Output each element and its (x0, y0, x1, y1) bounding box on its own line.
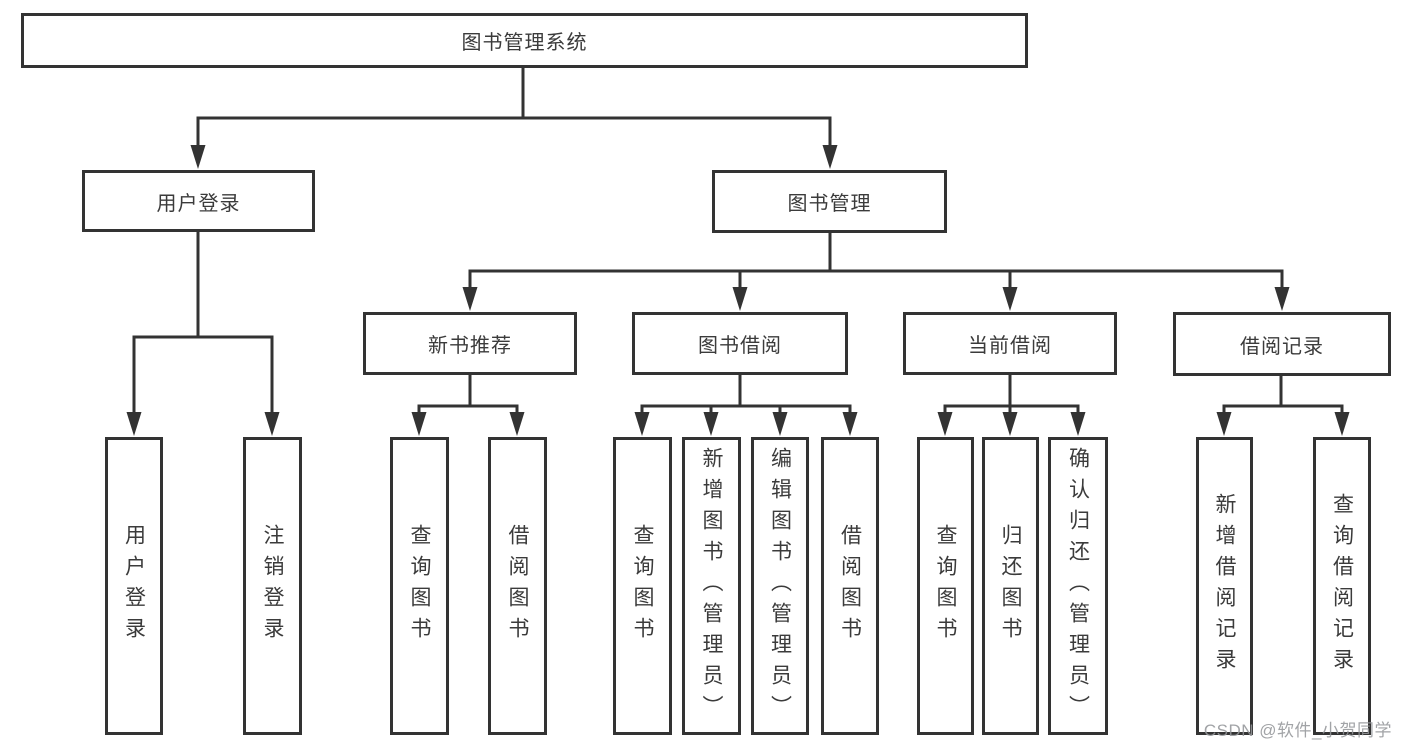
leaf-borrowing-edit-books-admin: 编辑图书（管理员） (751, 437, 809, 735)
leaf-logout-label: 注销登录 (261, 524, 284, 648)
leaf-borrowing-borrow-books: 借阅图书 (821, 437, 879, 735)
leaf-newbook-borrow-books-label: 借阅图书 (506, 524, 529, 648)
node-user-login: 用户登录 (82, 170, 315, 232)
node-root: 图书管理系统 (21, 13, 1028, 68)
leaf-current-confirm-return-admin: 确认归还（管理员） (1048, 437, 1108, 735)
node-borrowing-records-label: 借阅记录 (1240, 335, 1324, 358)
leaf-newbook-query-books: 查询图书 (390, 437, 449, 735)
leaf-current-return-books-label: 归还图书 (999, 524, 1022, 648)
csdn-watermark: CSDN @软件_小贺同学 (1203, 721, 1392, 740)
connector-lines (132, 66, 1344, 418)
leaf-current-query-books-label: 查询图书 (934, 524, 957, 648)
leaf-current-confirm-return-admin-label: 确认归还（管理员） (1066, 446, 1090, 726)
leaf-logout: 注销登录 (243, 437, 302, 735)
arrowhead-icons (126, 145, 1350, 436)
node-user-login-label: 用户登录 (156, 192, 241, 215)
leaf-borrowing-edit-books-admin-label: 编辑图书（管理员） (768, 446, 792, 726)
leaf-borrowing-query-books: 查询图书 (613, 437, 672, 735)
leaf-newbook-query-books-label: 查询图书 (408, 524, 431, 648)
leaf-current-return-books: 归还图书 (982, 437, 1039, 735)
leaf-borrowing-query-books-label: 查询图书 (631, 524, 654, 648)
node-book-management-label: 图书管理 (787, 193, 872, 215)
leaf-user-login: 用户登录 (105, 437, 163, 735)
node-book-borrowing-label: 图书借阅 (698, 335, 782, 357)
node-current-borrowing: 当前借阅 (903, 312, 1117, 375)
leaf-records-query-borrow-record-label: 查询借阅记录 (1330, 493, 1354, 679)
node-book-borrowing: 图书借阅 (632, 312, 848, 375)
leaf-newbook-borrow-books: 借阅图书 (488, 437, 547, 735)
leaf-records-add-borrow-record: 新增借阅记录 (1196, 437, 1253, 735)
leaf-current-query-books: 查询图书 (917, 437, 974, 735)
node-current-borrowing-label: 当前借阅 (968, 335, 1052, 357)
leaf-records-add-borrow-record-label: 新增借阅记录 (1213, 493, 1236, 679)
node-new-book-recommend: 新书推荐 (363, 312, 577, 375)
node-book-management: 图书管理 (712, 170, 947, 233)
node-root-label: 图书管理系统 (461, 32, 588, 54)
node-borrowing-records: 借阅记录 (1173, 312, 1391, 376)
node-new-book-recommend-label: 新书推荐 (428, 335, 512, 357)
leaf-user-login-label: 用户登录 (122, 524, 146, 648)
leaf-borrowing-add-books-admin: 新增图书（管理员） (682, 437, 741, 735)
leaf-records-query-borrow-record: 查询借阅记录 (1313, 437, 1371, 735)
leaf-borrowing-add-books-admin-label: 新增图书（管理员） (700, 446, 723, 726)
leaf-borrowing-borrow-books-label: 借阅图书 (838, 524, 862, 648)
